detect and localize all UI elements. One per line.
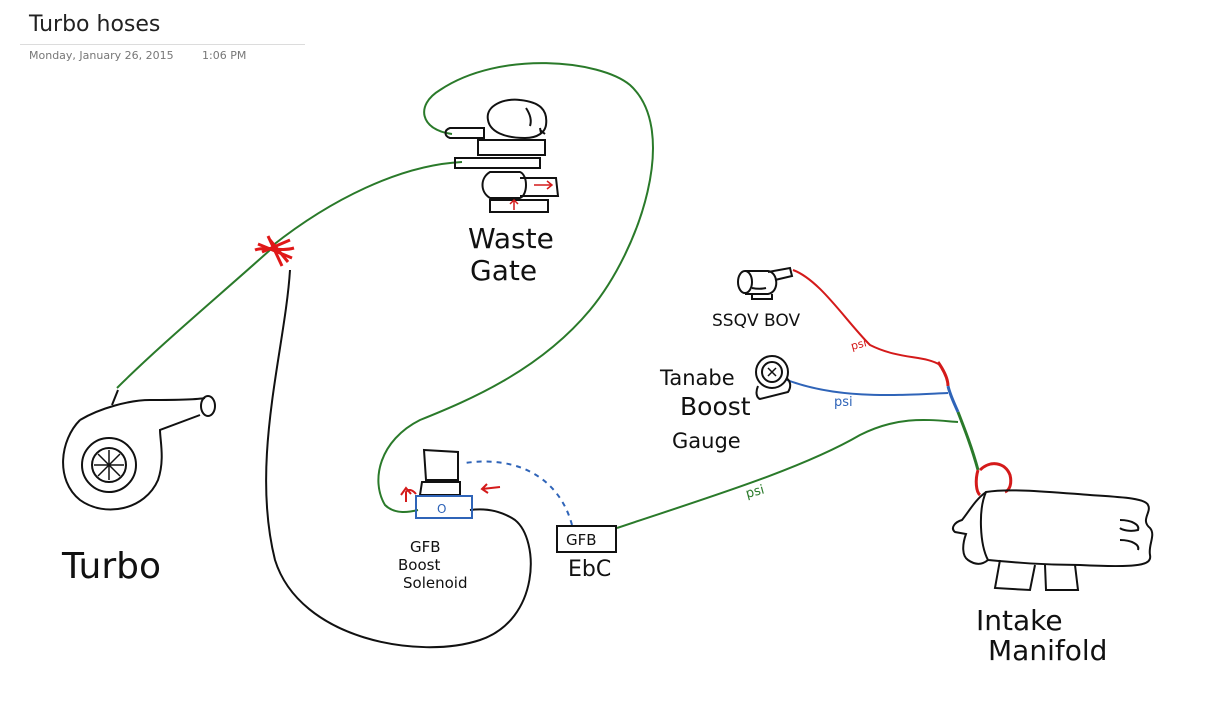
title-divider	[20, 44, 305, 45]
manifold-feed-red-loop	[974, 462, 1013, 497]
hose-ebc-to-manifold	[616, 418, 959, 529]
gauge-label-3: Gauge	[672, 429, 741, 453]
solenoid-flow-arrows	[400, 483, 501, 502]
psi-label-green: psi	[744, 483, 766, 502]
manifold-label-1: Intake	[976, 604, 1063, 637]
wire-ebc-to-solenoid	[464, 460, 573, 526]
manifold-feed-green	[956, 411, 980, 471]
hose-bov-to-manifold	[792, 269, 941, 366]
bov-icon	[737, 266, 794, 300]
ebc-label: EbC	[568, 557, 611, 582]
manifold-label-2: Manifold	[988, 634, 1107, 667]
solenoid-label-3: Solenoid	[403, 574, 467, 592]
manifold-feed-blue	[946, 385, 960, 413]
hose-gauge-to-manifold	[786, 379, 949, 397]
intake-manifold-icon	[952, 489, 1154, 592]
manifold-feed-red	[936, 361, 950, 387]
turbo-label: Turbo	[61, 546, 161, 587]
wastegate-label-2: Gate	[470, 254, 537, 287]
page-time: 1:06 PM	[202, 49, 247, 62]
hose-junction-to-solenoid	[265, 269, 532, 649]
psi-label-red: psi	[849, 336, 868, 353]
ebc-box-label: GFB	[566, 531, 597, 549]
wastegate-flow-arrows	[509, 180, 554, 210]
hose-junction-to-wastegate	[271, 161, 463, 247]
wastegate-label-1: Waste	[468, 222, 554, 255]
solenoid-port-glyph: O	[437, 502, 446, 516]
bov-label: SSQV BOV	[712, 311, 800, 331]
hose-turbo-to-junction	[116, 249, 271, 389]
solenoid-label-1: GFB	[410, 538, 441, 556]
page-date: Monday, January 26, 2015	[29, 49, 174, 62]
hose-wastegate-top-loop	[377, 62, 654, 513]
boost-solenoid-icon	[415, 448, 473, 519]
solenoid-label-2: Boost	[398, 556, 440, 574]
ebc-box	[556, 525, 617, 553]
wastegate-icon	[444, 98, 560, 213]
page-title: Turbo hoses	[29, 12, 161, 37]
junction-tee-icon	[254, 235, 295, 267]
gauge-label-2: Boost	[680, 392, 751, 421]
boost-gauge-icon	[755, 355, 792, 401]
gauge-label-1: Tanabe	[659, 366, 735, 390]
psi-label-blue: psi	[834, 395, 853, 410]
turbo-icon	[62, 389, 216, 511]
